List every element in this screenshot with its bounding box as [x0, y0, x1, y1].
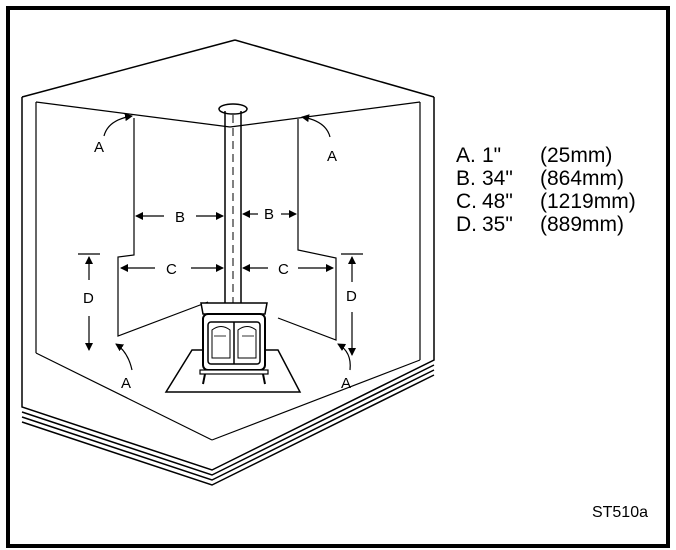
inner-walls — [35, 101, 421, 441]
label-b-right: B — [264, 206, 274, 223]
legend-mm: (25mm) — [540, 144, 613, 167]
label-b-left: B — [175, 209, 185, 226]
label-a-bottom-left: A — [121, 375, 131, 392]
legend-mm: (864mm) — [540, 167, 625, 190]
legend-inches: 34" — [482, 167, 513, 190]
legend-letter: B. — [456, 167, 476, 190]
legend-letter: D. — [456, 213, 477, 236]
arrow-a-top-right — [301, 114, 331, 138]
label-a-bottom-right: A — [341, 375, 351, 392]
clearance-legend: A. 1" (25mm) B. 34" (864mm) C. 48" (1219… — [456, 144, 636, 236]
figure-id: ST510a — [591, 504, 648, 521]
legend-letter: A. — [456, 144, 476, 167]
chimney-pipe — [218, 103, 248, 305]
legend-row-c: C. 48" (1219mm) — [456, 190, 636, 213]
label-d-right: D — [346, 288, 357, 305]
label-d-left: D — [83, 290, 94, 307]
dimension-labels: A A A A B B C C D D — [83, 139, 357, 392]
legend-row-d: D. 35" (889mm) — [456, 213, 636, 236]
legend-row-a: A. 1" (25mm) — [456, 144, 636, 167]
legend-inches: 1" — [482, 144, 502, 167]
wall-shield-right — [277, 119, 337, 341]
legend-row-b: B. 34" (864mm) — [456, 167, 636, 190]
legend-mm: (1219mm) — [540, 190, 636, 213]
legend-mm: (889mm) — [540, 213, 625, 236]
label-a-top-left: A — [94, 139, 104, 156]
label-c-right: C — [278, 261, 289, 278]
label-c-left: C — [166, 261, 177, 278]
clearance-arrows — [78, 113, 363, 371]
legend-letter: C. — [456, 190, 477, 213]
arrow-a-bottom-right — [337, 343, 351, 371]
wall-shield-left — [117, 118, 209, 337]
legend-inches: 48" — [482, 190, 513, 213]
diagram-frame — [6, 6, 670, 548]
room-outline — [21, 39, 435, 486]
label-a-top-right: A — [327, 148, 337, 165]
legend-inches: 35" — [482, 213, 513, 236]
arrow-a-top-left — [103, 113, 133, 137]
arrow-a-bottom-left — [115, 343, 133, 371]
stove — [199, 302, 269, 385]
